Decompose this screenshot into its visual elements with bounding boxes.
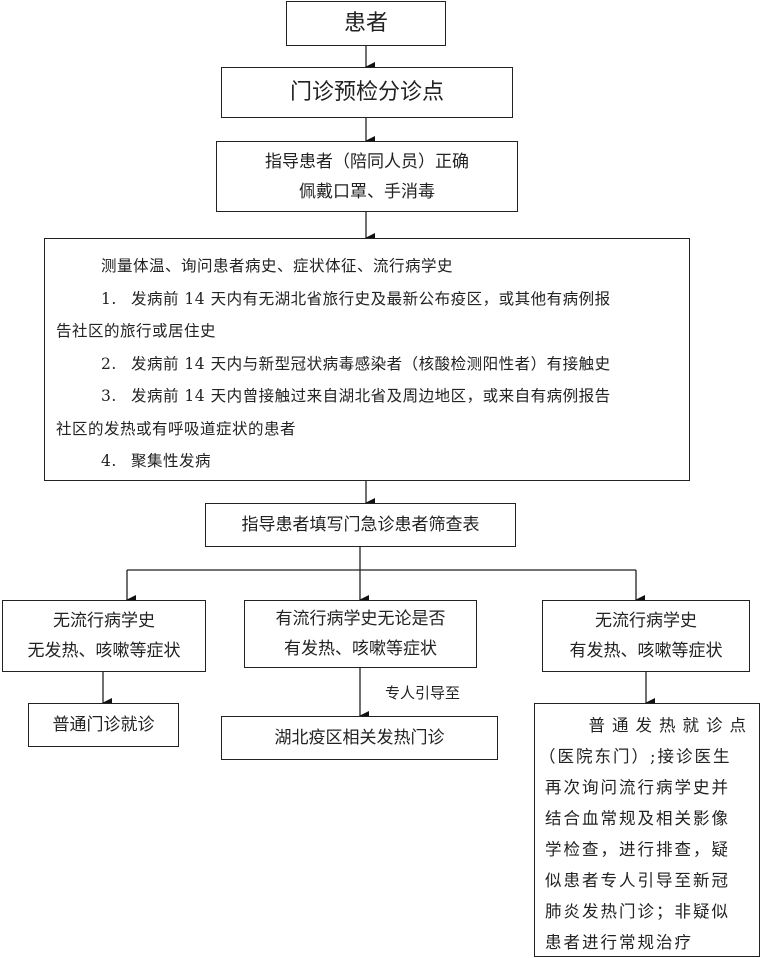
- criteria-item-3-line1: 发病前 14 天内曾接触过来自湖北省及周边地区，或来自有病例报告: [131, 387, 611, 405]
- criteria-item-3: 3. 发病前 14 天内曾接触过来自湖北省及周边地区，或来自有病例报告: [56, 380, 689, 413]
- node-outcome-hubei-fever-clinic: 湖北疫区相关发热门诊: [221, 716, 498, 760]
- outcome-right-line6: 似患者专人引导至新冠: [545, 871, 730, 890]
- criteria-item-1-line2: 告社区的旅行或居住史: [56, 322, 217, 340]
- branch-right-line2: 有发热、咳嗽等症状: [569, 641, 723, 661]
- node-triage-point: 门诊预检分诊点: [221, 67, 513, 118]
- branch-middle-line1: 有流行病学史无论是否: [275, 609, 446, 629]
- node-guide-mask-line1: 指导患者（陪同人员）正确: [265, 151, 469, 172]
- criteria-item-1-num: 1.: [101, 289, 117, 308]
- criteria-item-4-num: 4.: [101, 452, 117, 470]
- criteria-item-4-line1: 聚集性发病: [131, 452, 212, 470]
- outcome-middle-label: 湖北疫区相关发热门诊: [274, 728, 445, 748]
- outcome-right-line1: 普通发热就诊点: [588, 716, 753, 735]
- branch-left-line1: 无流行病学史: [53, 611, 155, 631]
- node-branch-epi-history: 有流行病学史无论是否 有发热、咳嗽等症状: [244, 600, 477, 668]
- outcome-right-line2: （医院东门）;接诊医生: [539, 747, 732, 766]
- outcome-right-line8: 患者进行常规治疗: [545, 933, 693, 952]
- criteria-item-2-num: 2.: [101, 354, 117, 373]
- criteria-item-1: 1. 发病前 14 天内有无湖北省旅行史及最新公布疫区，或其他有病例报: [56, 283, 689, 316]
- edge-label-escort: 专人引导至: [385, 684, 461, 702]
- node-triage-point-label: 门诊预检分诊点: [289, 79, 444, 105]
- outcome-right-line3: 再次询问流行病学史并: [545, 778, 730, 797]
- node-guide-mask-line2: 佩戴口罩、手消毒: [299, 181, 435, 202]
- node-outcome-regular-clinic: 普通门诊就诊: [28, 703, 179, 747]
- criteria-item-3-line2: 社区的发热或有呼吸道症状的患者: [56, 419, 297, 438]
- branch-middle-line2: 有发热、咳嗽等症状: [284, 639, 437, 659]
- criteria-item-2: 2. 发病前 14 天内与新型冠状病毒感染者（核酸检测阳性者）有接触史: [56, 348, 689, 381]
- node-measure-criteria: 测量体温、询问患者病史、症状体征、流行病学史 1. 发病前 14 天内有无湖北省旅…: [44, 238, 690, 481]
- outcome-right-line5: 学检查，进行排查，疑: [545, 840, 730, 859]
- node-screening-form: 指导患者填写门急诊患者筛查表: [205, 503, 516, 547]
- node-outcome-fever-clinic-detail: 普通发热就诊点 （医院东门）;接诊医生 再次询问流行病学史并 结合血常规及相关影…: [534, 703, 760, 957]
- outcome-right-line4: 结合血常规及相关影像: [545, 809, 730, 828]
- measure-intro: 测量体温、询问患者病史、症状体征、流行病学史: [101, 257, 454, 275]
- branch-left-line2: 无发热、咳嗽等症状: [27, 641, 181, 661]
- criteria-item-4: 4. 聚集性发病: [56, 445, 689, 478]
- node-screening-form-label: 指导患者填写门急诊患者筛查表: [241, 515, 480, 535]
- criteria-item-3-num: 3.: [101, 387, 117, 405]
- node-guide-mask: 指导患者（陪同人员）正确 佩戴口罩、手消毒: [216, 141, 518, 212]
- node-patient: 患者: [286, 1, 446, 46]
- outcome-right-line7: 肺炎发热门诊；非疑似: [545, 902, 730, 921]
- node-branch-no-epi-with-symptoms: 无流行病学史 有发热、咳嗽等症状: [542, 600, 750, 672]
- criteria-item-2-line1: 发病前 14 天内与新型冠状病毒感染者（核酸检测阳性者）有接触史: [131, 354, 611, 373]
- outcome-left-label: 普通门诊就诊: [52, 715, 155, 735]
- branch-right-line1: 无流行病学史: [595, 611, 697, 631]
- node-branch-no-epi-no-symptoms: 无流行病学史 无发热、咳嗽等症状: [2, 600, 206, 672]
- criteria-item-1-line1: 发病前 14 天内有无湖北省旅行史及最新公布疫区，或其他有病例报: [131, 289, 611, 308]
- node-patient-label: 患者: [343, 10, 388, 36]
